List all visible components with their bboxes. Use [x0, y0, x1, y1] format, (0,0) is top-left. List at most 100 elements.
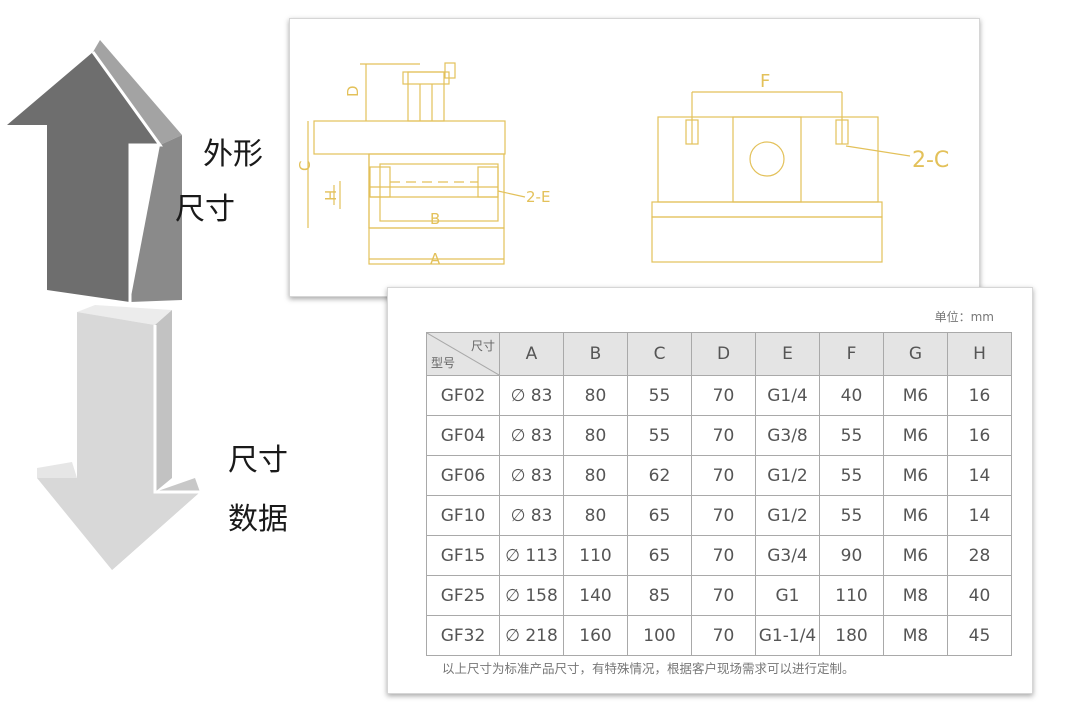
table-cell: 55: [819, 495, 884, 536]
dimension-table: 尺寸 型号 A B C D E F G H GF02 ∅ 83 80 55 70…: [426, 332, 1012, 656]
table-cell: GF25: [426, 575, 500, 616]
table-footnote: 以上尺寸为标准产品尺寸，有特殊情况，根据客户现场需求可以进行定制。: [442, 661, 855, 676]
table-cell: 70: [691, 495, 756, 536]
table-cell: GF32: [426, 615, 500, 656]
outline-dimension-label-2: 尺寸: [175, 192, 235, 227]
technical-drawing-card: D C H B A 2-E F 2-C: [289, 18, 980, 297]
table-cell: G1/2: [755, 455, 820, 496]
table-header-row: 尺寸 型号 A B C D E F G H: [426, 332, 1012, 376]
drawing-label-h: H: [322, 190, 340, 201]
table-cell: G1/2: [755, 495, 820, 536]
table-cell: 40: [947, 575, 1012, 616]
table-cell: G3/4: [755, 535, 820, 576]
table-cell: M6: [883, 415, 948, 456]
table-cell: GF15: [426, 535, 500, 576]
table-cell: 14: [947, 455, 1012, 496]
corner-diagonal: [427, 333, 499, 375]
table-cell: ∅ 158: [499, 575, 564, 616]
down-arrow-icon: [37, 305, 200, 570]
column-header-b: B: [563, 332, 628, 376]
corner-header-model: 型号: [431, 356, 456, 370]
table-cell: M8: [883, 615, 948, 656]
table-cell: 65: [627, 495, 692, 536]
corner-header-cell: 尺寸 型号: [426, 332, 500, 376]
table-cell: 80: [563, 375, 628, 416]
table-row: GF02 ∅ 83 80 55 70 G1/4 40 M6 16: [426, 375, 1012, 416]
dimension-data-label-1: 尺寸: [228, 443, 288, 478]
table-cell: 80: [563, 415, 628, 456]
table-cell: 16: [947, 415, 1012, 456]
outline-dimension-label-1: 外形: [203, 137, 263, 172]
table-cell: ∅ 83: [499, 495, 564, 536]
table-cell: 70: [691, 535, 756, 576]
table-row: GF25 ∅ 158 140 85 70 G1 110 M8 40: [426, 575, 1012, 616]
table-cell: 70: [691, 375, 756, 416]
dimension-data-label-2: 数据: [228, 502, 288, 537]
drawing-label-c: C: [296, 161, 314, 171]
table-row: GF15 ∅ 113 110 65 70 G3/4 90 M6 28: [426, 535, 1012, 576]
table-cell: 80: [563, 455, 628, 496]
table-cell: 140: [563, 575, 628, 616]
table-cell: ∅ 83: [499, 415, 564, 456]
table-row: GF10 ∅ 83 80 65 70 G1/2 55 M6 14: [426, 495, 1012, 536]
up-arrow-icon: [7, 40, 182, 302]
column-header-c: C: [627, 332, 692, 376]
table-cell: G1/4: [755, 375, 820, 416]
drawing-label-d: D: [344, 85, 362, 97]
column-header-a: A: [499, 332, 564, 376]
table-cell: M8: [883, 575, 948, 616]
table-cell: 16: [947, 375, 1012, 416]
table-cell: 55: [627, 415, 692, 456]
table-cell: 55: [819, 415, 884, 456]
table-cell: 110: [819, 575, 884, 616]
table-cell: GF04: [426, 415, 500, 456]
table-cell: 40: [819, 375, 884, 416]
table-row: GF06 ∅ 83 80 62 70 G1/2 55 M6 14: [426, 455, 1012, 496]
column-header-h: H: [947, 332, 1012, 376]
column-header-d: D: [691, 332, 756, 376]
table-cell: 180: [819, 615, 884, 656]
table-cell: 160: [563, 615, 628, 656]
technical-drawing: D C H B A 2-E F 2-C: [296, 62, 949, 268]
corner-header-dimension: 尺寸: [470, 339, 495, 353]
table-cell: ∅ 218: [499, 615, 564, 656]
table-row: GF04 ∅ 83 80 55 70 G3/8 55 M6 16: [426, 415, 1012, 456]
table-cell: 70: [691, 415, 756, 456]
table-cell: 45: [947, 615, 1012, 656]
drawing-label-a: A: [430, 250, 441, 268]
table-cell: 65: [627, 535, 692, 576]
table-cell: GF02: [426, 375, 500, 416]
table-cell: 85: [627, 575, 692, 616]
column-header-e: E: [755, 332, 820, 376]
table-cell: 110: [563, 535, 628, 576]
table-cell: 55: [819, 455, 884, 496]
table-cell: M6: [883, 495, 948, 536]
unit-label: 单位：mm: [934, 310, 994, 324]
table-cell: 28: [947, 535, 1012, 576]
table-cell: M6: [883, 455, 948, 496]
drawing-label-f: F: [760, 71, 770, 92]
table-cell: 80: [563, 495, 628, 536]
table-cell: 90: [819, 535, 884, 576]
table-cell: 70: [691, 455, 756, 496]
table-cell: ∅ 113: [499, 535, 564, 576]
table-cell: 62: [627, 455, 692, 496]
drawing-label-2e: 2-E: [526, 188, 550, 206]
table-cell: M6: [883, 375, 948, 416]
table-cell: 55: [627, 375, 692, 416]
table-cell: ∅ 83: [499, 455, 564, 496]
drawing-label-b: B: [430, 210, 440, 228]
column-header-f: F: [819, 332, 884, 376]
table-cell: 70: [691, 615, 756, 656]
table-cell: M6: [883, 535, 948, 576]
table-cell: GF10: [426, 495, 500, 536]
drawing-label-2c: 2-C: [912, 148, 949, 173]
dimension-table-card: 单位：mm 尺寸 型号 A B C D E F G H GF02: [387, 287, 1033, 694]
table-cell: ∅ 83: [499, 375, 564, 416]
table-cell: G3/8: [755, 415, 820, 456]
column-header-g: G: [883, 332, 948, 376]
table-cell: GF06: [426, 455, 500, 496]
table-cell: 70: [691, 575, 756, 616]
table-cell: 100: [627, 615, 692, 656]
table-cell: 14: [947, 495, 1012, 536]
